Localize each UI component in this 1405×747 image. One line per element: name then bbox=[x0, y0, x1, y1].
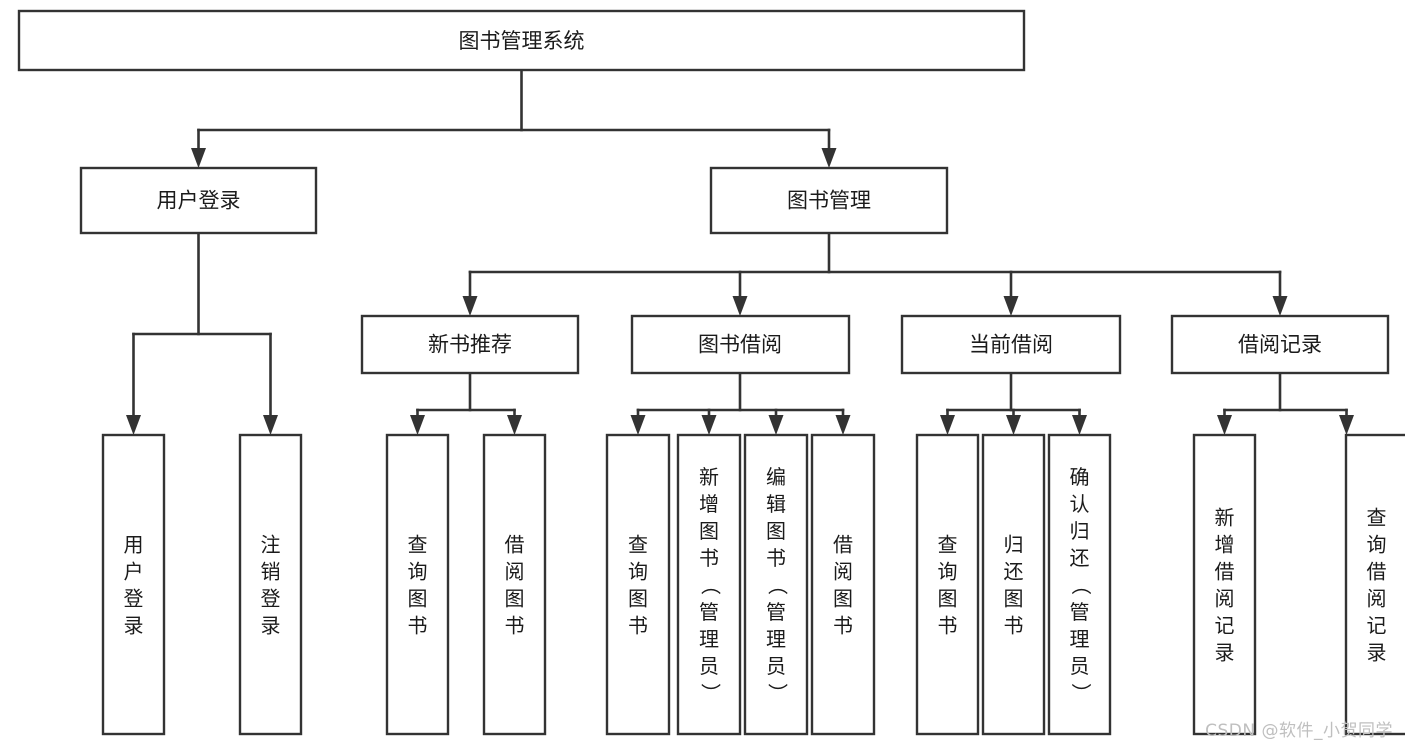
arrow-icon bbox=[263, 415, 278, 435]
connector-root-to-level2 bbox=[191, 68, 837, 168]
node-root-system[interactable]: 图书管理系统 bbox=[17, 9, 1026, 72]
node-box bbox=[1170, 314, 1390, 375]
node-label: 查询图书 bbox=[408, 533, 428, 638]
node-label: 查询借阅记录 bbox=[1367, 506, 1387, 665]
arrow-icon bbox=[940, 415, 955, 435]
connector-book-borrow-children bbox=[630, 371, 851, 435]
node-box bbox=[1344, 433, 1405, 736]
node-box bbox=[900, 314, 1122, 375]
node-label: 查询图书 bbox=[628, 533, 648, 638]
leaf-node-borrow-book[interactable]: 借阅图书 bbox=[810, 433, 876, 736]
node-box bbox=[709, 166, 949, 235]
node-user-login[interactable]: 用户登录 bbox=[79, 166, 318, 235]
leaf-node-logout[interactable]: 注销登录 bbox=[238, 433, 303, 736]
node-box bbox=[360, 314, 580, 375]
node-box bbox=[1192, 433, 1257, 736]
node-label: 图书借阅 bbox=[698, 333, 782, 357]
arrow-icon bbox=[410, 415, 425, 435]
arrow-icon bbox=[1006, 415, 1021, 435]
node-box bbox=[1047, 433, 1112, 736]
node-borrow-record[interactable]: 借阅记录 bbox=[1170, 314, 1390, 375]
connector-borrow-record-children bbox=[1217, 371, 1354, 435]
arrow-icon bbox=[821, 148, 837, 168]
leaf-node-return-book[interactable]: 归还图书 bbox=[981, 433, 1046, 736]
node-box bbox=[482, 433, 547, 736]
leaf-node-query-book-borrow[interactable]: 查询图书 bbox=[605, 433, 671, 736]
node-box bbox=[101, 433, 166, 736]
node-label-char: （ bbox=[766, 575, 790, 595]
arrow-icon bbox=[732, 296, 748, 316]
connector-book-manage-to-level3 bbox=[462, 231, 1288, 316]
node-label: 借阅图书 bbox=[505, 533, 525, 638]
node-label-char: ） bbox=[766, 683, 790, 703]
node-box bbox=[630, 314, 851, 375]
node-box bbox=[605, 433, 671, 736]
leaf-node-confirm-return-admin[interactable]: 确认归还管理员 （ ） bbox=[1047, 433, 1112, 736]
node-label: 新增借阅记录 bbox=[1215, 506, 1235, 665]
arrow-icon bbox=[507, 415, 522, 435]
arrow-icon bbox=[1217, 415, 1232, 435]
node-new-book-recommend[interactable]: 新书推荐 bbox=[360, 314, 580, 375]
connector-new-book-children bbox=[410, 371, 522, 435]
arrow-icon bbox=[191, 148, 206, 168]
leaf-node-query-book-current[interactable]: 查询图书 bbox=[915, 433, 980, 736]
node-box bbox=[981, 433, 1046, 736]
leaf-node-add-book-admin[interactable]: 新增图书管理员 （ ） bbox=[676, 433, 742, 736]
leaf-node-borrow-book-new[interactable]: 借阅图书 bbox=[482, 433, 547, 736]
node-current-borrow[interactable]: 当前借阅 bbox=[900, 314, 1122, 375]
node-book-borrow[interactable]: 图书借阅 bbox=[630, 314, 851, 375]
arrow-icon bbox=[630, 415, 646, 435]
node-box bbox=[17, 9, 1026, 72]
node-box bbox=[238, 433, 303, 736]
node-box bbox=[385, 433, 450, 736]
node-box bbox=[915, 433, 980, 736]
node-label-char: （ bbox=[1069, 575, 1093, 595]
leaf-node-layer: 用户登录 注销登录 查询图书 借阅图书 查询图书 新增图书管理员 （ bbox=[101, 433, 1405, 736]
leaf-node-query-borrow-record[interactable]: 查询借阅记录 bbox=[1344, 433, 1405, 736]
arrow-icon bbox=[1072, 415, 1087, 435]
leaf-node-user-login[interactable]: 用户登录 bbox=[101, 433, 166, 736]
node-label: 注销登录 bbox=[261, 533, 281, 638]
arrow-icon bbox=[1339, 415, 1354, 435]
arrow-icon bbox=[768, 415, 784, 435]
connector-current-borrow-children bbox=[940, 371, 1087, 435]
node-label: 归还图书 bbox=[1004, 533, 1024, 638]
node-label: 确认归还管理员 bbox=[1070, 465, 1090, 678]
node-label: 借阅记录 bbox=[1238, 333, 1322, 357]
arrow-icon bbox=[1003, 296, 1019, 316]
node-label: 查询图书 bbox=[938, 533, 958, 638]
node-label-char: ） bbox=[699, 683, 723, 703]
leaf-node-query-book-new[interactable]: 查询图书 bbox=[385, 433, 450, 736]
node-label: 编辑图书管理员 bbox=[766, 465, 786, 678]
leaf-node-add-borrow-record[interactable]: 新增借阅记录 bbox=[1192, 433, 1257, 736]
arrow-icon bbox=[126, 415, 141, 435]
arrow-icon bbox=[462, 296, 478, 316]
arrow-icon bbox=[1272, 296, 1288, 316]
node-label: 借阅图书 bbox=[833, 533, 853, 638]
leaf-node-edit-book-admin[interactable]: 编辑图书管理员 （ ） bbox=[743, 433, 809, 736]
node-box bbox=[810, 433, 876, 736]
node-box bbox=[743, 433, 809, 736]
node-book-management[interactable]: 图书管理 bbox=[709, 166, 949, 235]
node-label-char: ） bbox=[1069, 683, 1093, 703]
node-label: 用户登录 bbox=[124, 533, 144, 638]
connector-layer bbox=[126, 68, 1354, 435]
node-label: 图书管理 bbox=[787, 189, 871, 213]
node-box bbox=[676, 433, 742, 736]
arrow-icon bbox=[835, 415, 851, 435]
node-label: 新增图书管理员 bbox=[699, 465, 719, 678]
node-label: 图书管理系统 bbox=[459, 29, 585, 53]
node-label: 当前借阅 bbox=[969, 333, 1053, 357]
connector-user-login-children bbox=[126, 231, 278, 435]
node-label-char: （ bbox=[699, 575, 723, 595]
arrow-icon bbox=[701, 415, 717, 435]
node-box bbox=[79, 166, 318, 235]
node-label: 新书推荐 bbox=[428, 333, 512, 357]
node-label: 用户登录 bbox=[157, 189, 241, 213]
